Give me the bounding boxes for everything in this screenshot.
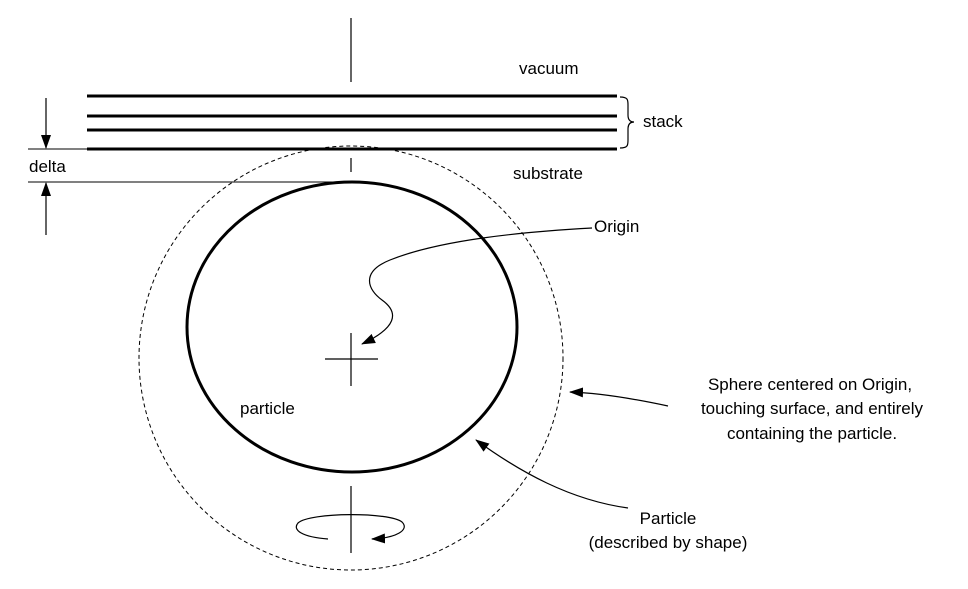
delta-dimension	[28, 98, 351, 235]
sphere-description-line-2: touching surface, and entirely	[701, 399, 924, 418]
particle-label: particle	[240, 399, 295, 418]
rotation-arrow-icon	[295, 514, 405, 544]
stack-brace-icon	[619, 96, 635, 149]
containing-sphere	[138, 145, 564, 571]
vacuum-label: vacuum	[519, 59, 579, 78]
sphere-description-line-1: Sphere centered on Origin,	[708, 375, 912, 394]
particle-shape-label-line-2: (described by shape)	[589, 533, 748, 552]
particle-shape	[185, 180, 519, 474]
particle-leader-arrow-icon	[475, 439, 629, 509]
origin-label: Origin	[594, 217, 639, 236]
substrate-label: substrate	[513, 164, 583, 183]
stack-label: stack	[643, 112, 683, 131]
origin-leader-arrow-icon	[361, 227, 593, 345]
particle-shape-label-line-1: Particle	[640, 509, 697, 528]
sphere-leader-arrow-icon	[569, 387, 669, 407]
sphere-description-line-3: containing the particle.	[727, 424, 897, 443]
stack-layers	[87, 94, 617, 151]
delta-label: delta	[29, 157, 66, 176]
origin-crosshair-icon	[325, 333, 378, 386]
